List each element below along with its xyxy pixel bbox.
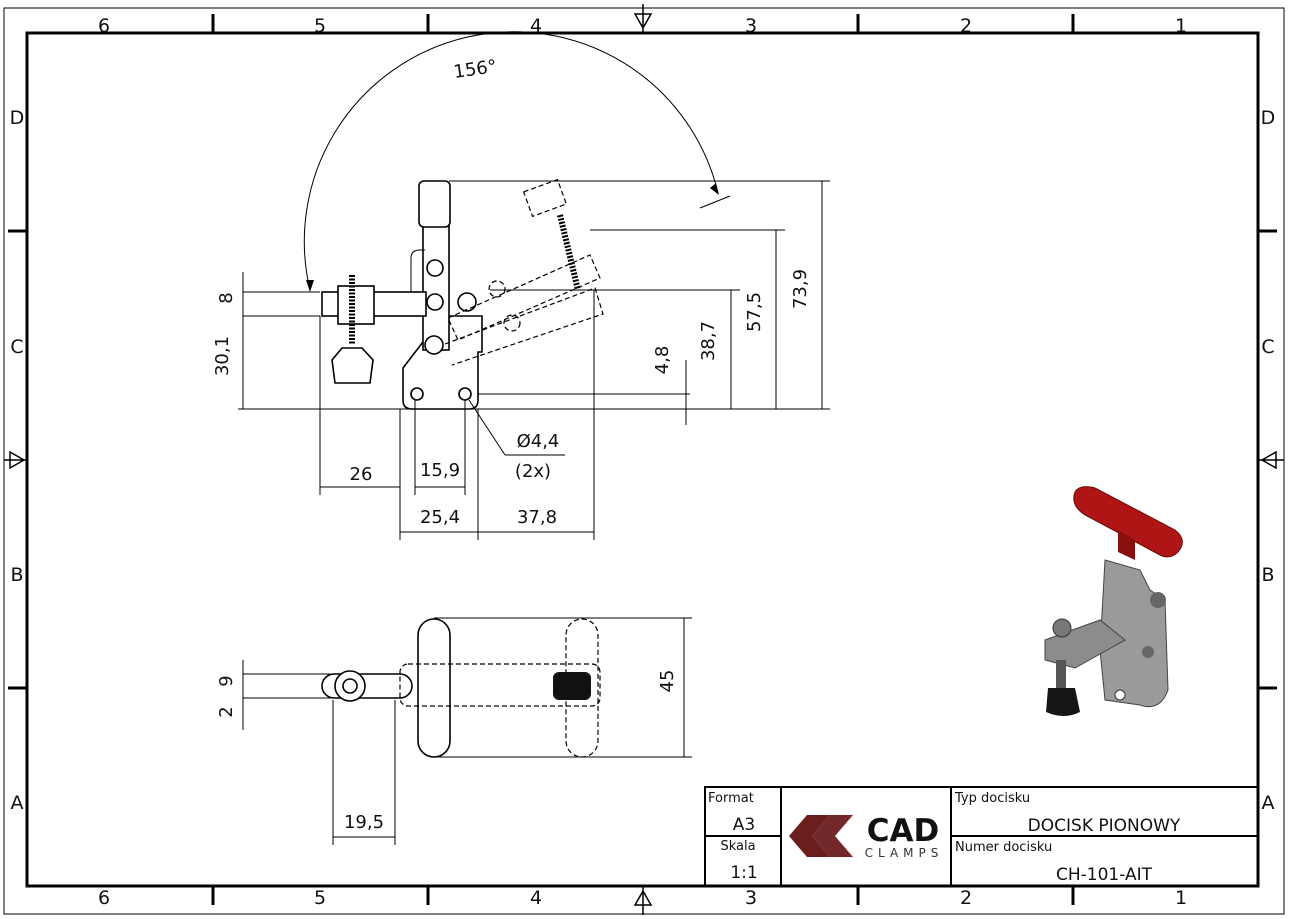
column-label: 5 <box>314 887 326 909</box>
sheet-edge <box>3 7 1285 915</box>
dim-38-7: 38,7 <box>698 321 719 361</box>
front-view <box>238 31 830 540</box>
mount-hole <box>410 387 424 401</box>
row-label: D <box>1261 107 1276 129</box>
centering-marks <box>4 4 1284 915</box>
dim-57-5: 57,5 <box>744 292 765 332</box>
rubber-tip-3d <box>1046 688 1080 716</box>
dim-2: 2 <box>216 706 237 717</box>
dim-9: 9 <box>216 675 237 686</box>
scale-label: Skala <box>720 839 755 854</box>
spindle-nut <box>337 285 375 325</box>
column-label: 3 <box>745 887 757 909</box>
dim-4-8: 4,8 <box>652 346 673 375</box>
row-label: C <box>1261 336 1274 358</box>
dim-26: 26 <box>350 464 373 485</box>
format-label: Format <box>708 791 754 806</box>
type-value: DOCISK PIONOWY <box>1028 816 1181 836</box>
dim-19-5: 19,5 <box>344 812 384 833</box>
type-label: Typ docisku <box>954 791 1030 806</box>
row-label: A <box>1262 792 1275 814</box>
format-value: A3 <box>733 815 755 835</box>
dim-angle: 156° <box>452 56 498 83</box>
number-label: Numer docisku <box>955 840 1052 855</box>
dim-hole-diameter: Ø4,4 <box>517 431 560 452</box>
number-value: CH-101-AIT <box>1056 865 1153 885</box>
top-view <box>242 617 692 845</box>
column-label: 2 <box>960 15 972 37</box>
scale-value: 1:1 <box>730 863 757 883</box>
dim-hole-count: (2x) <box>515 461 551 482</box>
column-label: 6 <box>98 15 110 37</box>
title-block <box>704 786 1259 887</box>
logo-sub-text: CLAMPS <box>865 846 944 860</box>
column-label: 3 <box>745 15 757 37</box>
row-label: A <box>11 792 24 814</box>
row-label: B <box>1261 564 1274 586</box>
handle-grip <box>418 180 451 228</box>
column-label: 1 <box>1175 887 1187 909</box>
dim-37-8: 37,8 <box>517 507 557 528</box>
angle-arc <box>303 31 719 291</box>
logo-main-text: CAD <box>867 813 939 849</box>
dim-25-4: 25,4 <box>420 507 460 528</box>
dim-45: 45 <box>657 670 678 693</box>
drawing-frame <box>25 31 1260 888</box>
column-label: 6 <box>98 887 110 909</box>
dim-73-9: 73,9 <box>790 269 811 309</box>
column-label: 1 <box>1175 15 1187 37</box>
column-label: 4 <box>530 887 542 909</box>
column-label: 5 <box>314 15 326 37</box>
isometric-render <box>1044 486 1183 716</box>
column-label: 2 <box>960 887 972 909</box>
rubber-tip <box>331 347 374 384</box>
dim-15-9: 15,9 <box>420 460 460 481</box>
row-label: C <box>10 336 23 358</box>
mount-hole <box>458 387 472 401</box>
dim-30-1: 30,1 <box>212 336 233 376</box>
cad-clamps-logo: CAD CLAMPS <box>789 813 944 860</box>
row-label: D <box>10 107 25 129</box>
red-handle <box>1073 486 1183 558</box>
handle-top <box>417 618 451 758</box>
clamp-arm-3d <box>1044 619 1126 669</box>
zone-ticks <box>8 14 1277 905</box>
row-label: B <box>10 564 23 586</box>
column-label: 4 <box>530 15 542 37</box>
dim-8: 8 <box>216 292 237 303</box>
